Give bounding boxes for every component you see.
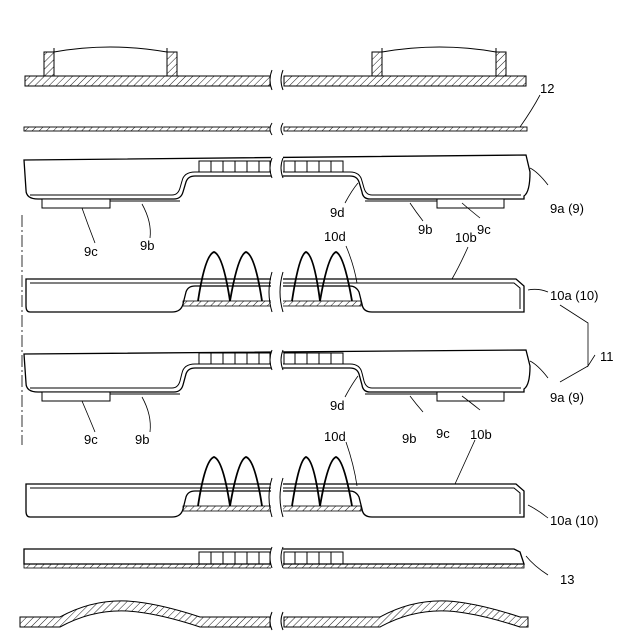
leader-lines <box>82 95 595 575</box>
label-9c-top-left: 9c <box>84 244 98 259</box>
break-lines <box>269 40 283 640</box>
label-9b-bottom-right: 9b <box>402 431 416 446</box>
label-13: 13 <box>560 572 574 587</box>
label-10d-top: 10d <box>324 229 346 244</box>
label-9b-top-right: 9b <box>418 222 432 237</box>
label-9c-bottom-left: 9c <box>84 432 98 447</box>
label-9c-bottom-right: 9c <box>436 426 450 441</box>
label-9b-top-left: 9b <box>140 238 154 253</box>
label-9c-top-right: 9c <box>477 222 491 237</box>
label-9a-top: 9a (9) <box>550 201 584 216</box>
label-11: 11 <box>600 349 614 364</box>
label-12: 12 <box>540 81 554 96</box>
label-9a-bottom: 9a (9) <box>550 390 584 405</box>
label-9b-bottom-left: 9b <box>135 432 149 447</box>
label-10a-bottom: 10a (10) <box>550 513 598 528</box>
label-9d-top: 9d <box>330 205 344 220</box>
label-10b-top: 10b <box>455 230 477 245</box>
label-10a-top: 10a (10) <box>550 288 598 303</box>
label-9d-bottom: 9d <box>330 398 344 413</box>
label-10b-bottom: 10b <box>470 427 492 442</box>
label-10d-bottom: 10d <box>324 429 346 444</box>
